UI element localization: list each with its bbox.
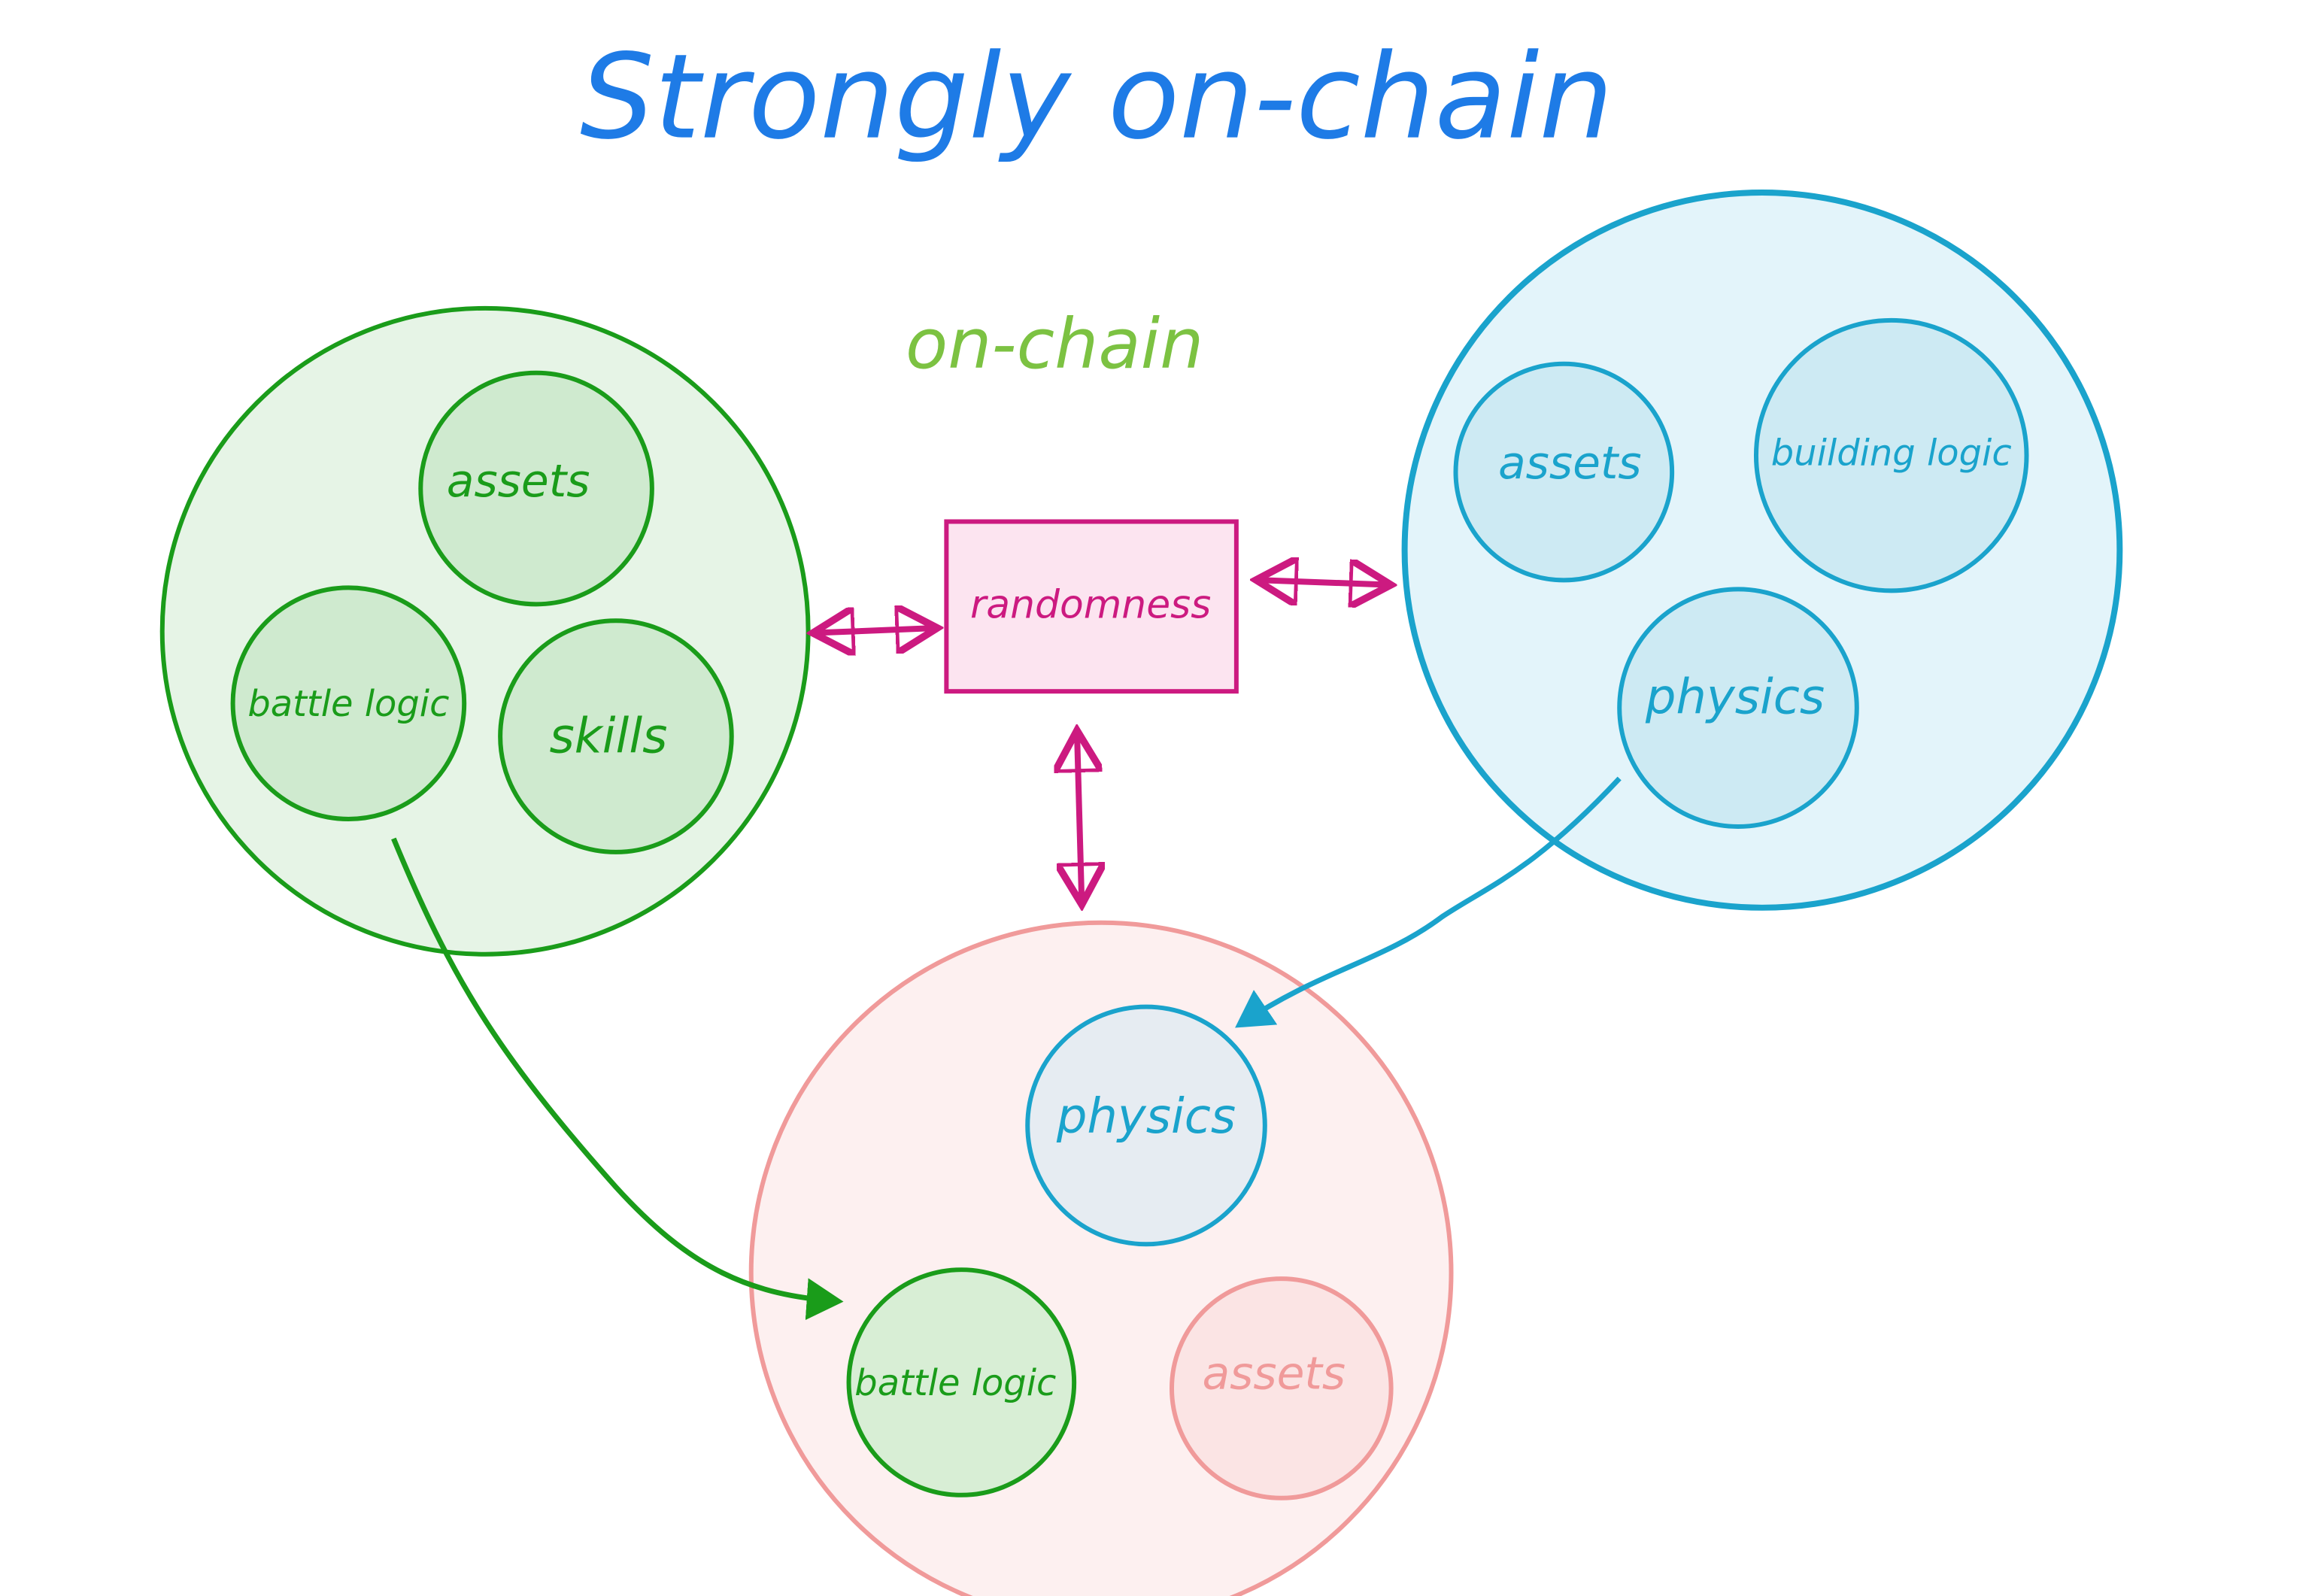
left-skills-node: skills [498,618,734,854]
right-group: assets building logic physics [1401,190,2123,911]
bottom-battle-logic-node: battle logic [846,1267,1077,1497]
node-label: skills [550,709,668,765]
arrow-randomness-bottom [1077,736,1082,899]
left-battle-logic-node: battle logic [230,585,467,821]
node-label: building logic [1771,433,2012,475]
node-label: assets [1498,437,1642,490]
node-label: assets [447,455,590,508]
node-label: battle logic [247,684,449,725]
node-label: battle logic [854,1363,1056,1404]
arrow-randomness-right [1262,580,1385,584]
node-label: assets [1202,1348,1346,1400]
node-label: physics [1645,670,1825,726]
right-assets-node: assets [1453,361,1675,583]
right-building-logic-node: building logic [1753,317,2029,593]
arrow-physics-transfer [1235,776,1622,1028]
arrow-battle-logic-transfer [391,837,844,1321]
diagram-title: Strongly on-chain [580,29,1613,165]
left-assets-node: assets [418,370,654,607]
left-group: assets battle logic skills [159,305,811,957]
diagram-subtitle: on-chain [906,304,1203,384]
bottom-group: physics battle logic assets [748,920,1454,1596]
node-label: physics [1056,1089,1236,1145]
arrow-randomness-left [819,628,932,633]
randomness-box: randomness [944,519,1239,694]
right-physics-node: physics [1617,587,1859,829]
randomness-label: randomness [970,582,1211,627]
bottom-assets-node: assets [1169,1276,1394,1500]
bottom-physics-node: physics [1025,1004,1267,1247]
